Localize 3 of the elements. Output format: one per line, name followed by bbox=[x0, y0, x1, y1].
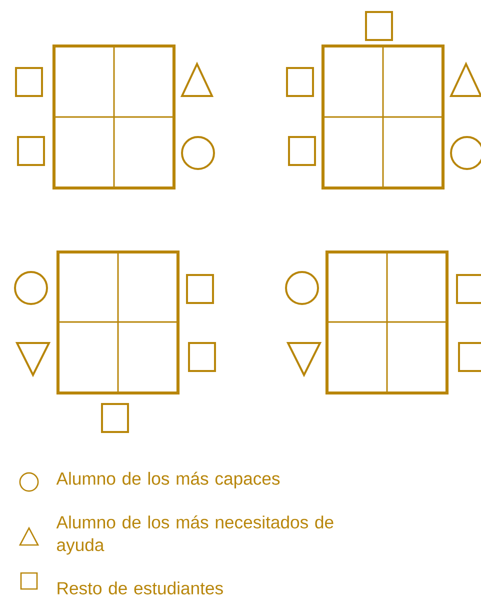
legend-text: Resto de estudiantes bbox=[58, 582, 223, 594]
legend-text: Alumno de los más capaces bbox=[56, 472, 280, 488]
legend-text: Alumno de los más necesitados de ayuda bbox=[56, 515, 334, 555]
